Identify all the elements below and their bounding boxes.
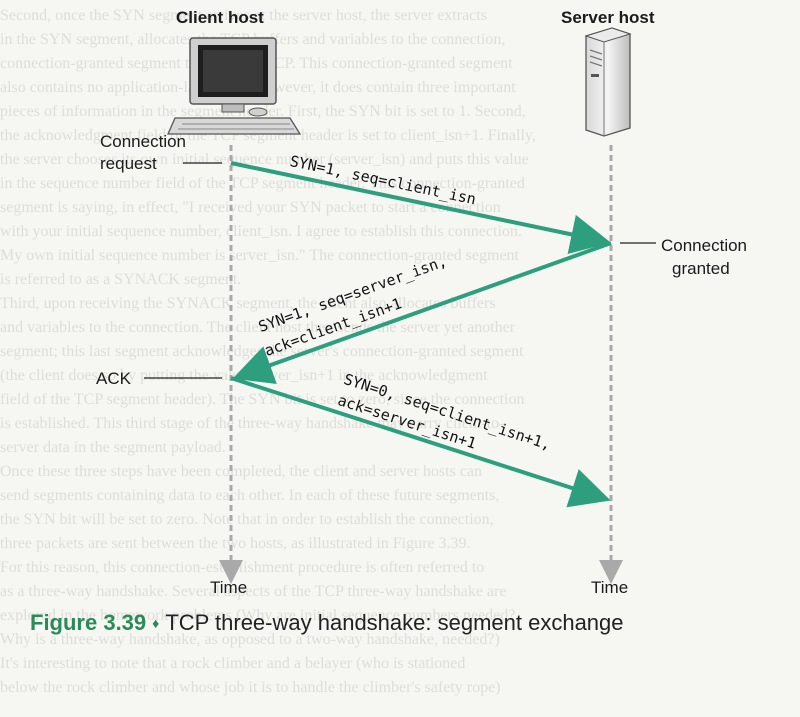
client-computer-icon [167,37,302,135]
ack-arrow [230,376,611,508]
figure-caption: Figure 3.39 ♦ TCP three-way handshake: seg… [30,610,624,636]
server-host-title: Server host [561,8,655,27]
server-tower-icon [584,27,632,137]
client-time-label: Time [210,578,248,597]
diamond-separator-icon: ♦ [152,615,160,631]
synack-arrow [232,241,612,385]
server-time-label: Time [591,578,629,597]
connection-granted-label-line1: Connection [661,236,748,255]
connection-granted-label-line2: granted [672,259,730,278]
ack-label: ACK [96,369,131,388]
client-host-title: Client host [176,8,264,27]
connection-request-label-line1: Connection [100,132,187,151]
syn-arrow [230,161,611,255]
connection-request-label-line2: request [100,154,157,173]
figure-caption-text: TCP three-way handshake: segment exchang… [165,610,624,635]
figure-number: Figure 3.39 [30,610,147,635]
